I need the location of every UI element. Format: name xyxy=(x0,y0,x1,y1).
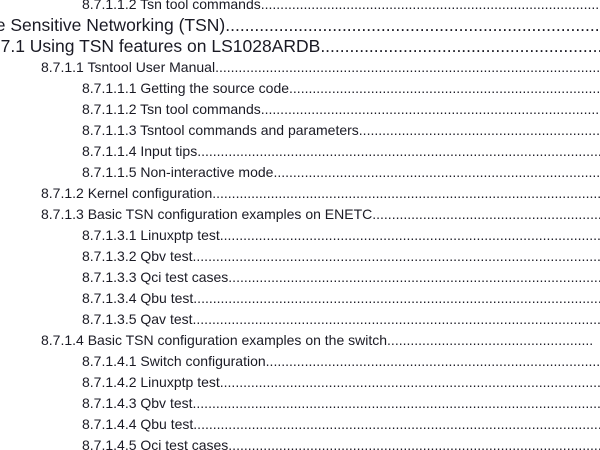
toc-dot-leader: ........................................… xyxy=(387,332,594,348)
toc-dot-leader: ........................................… xyxy=(289,80,600,96)
toc-dot-leader: ........................................… xyxy=(228,437,600,450)
toc-entry[interactable]: 8.7.1.1.2 Tsn tool commands.............… xyxy=(0,99,600,120)
toc-dot-leader: ........................................… xyxy=(193,290,600,306)
toc-entry-label: 8.7.1.3.4 Qbu test xyxy=(82,290,194,306)
toc-entry-label: 8.7.1.3.5 Qav test xyxy=(82,311,193,327)
toc-entry-label: 8.7.1.3.2 Qbv test xyxy=(82,248,193,264)
toc-entry[interactable]: 8.7.1.4.3 Qbv test......................… xyxy=(0,393,600,414)
toc-entry-label: 8.7.1.3.3 Qci test cases xyxy=(82,269,229,285)
toc-entry[interactable]: 8.7.1.3.4 Qbu test......................… xyxy=(0,288,600,309)
toc-entry[interactable]: 8.7.1.1.5 Non-interactive mode..........… xyxy=(0,162,600,183)
toc-entry-label: 8.7.1.4.1 Switch configuration xyxy=(82,353,266,369)
toc-entry[interactable]: 8.7.1.4.4 Qbu test......................… xyxy=(0,414,600,435)
toc-entry[interactable]: 8.7.1.1 Tsntool User Manual.............… xyxy=(0,57,600,78)
toc-entry-label: 8.7.1.3 Basic TSN configuration examples… xyxy=(41,206,373,222)
toc-dot-leader: ........................................… xyxy=(197,143,600,159)
toc-entry-label: 8.7.1.1.2 Tsn tool commands xyxy=(82,0,261,12)
toc-entry-label: 8.7.1.4.4 Qbu test xyxy=(82,416,194,432)
toc-dot-leader: ........................................… xyxy=(273,164,600,180)
toc-entry[interactable]: 8.7.1.1.3 Tsntool commands and parameter… xyxy=(0,120,600,141)
toc-dot-leader: ........................................… xyxy=(320,36,600,56)
toc-dot-leader: ........................................… xyxy=(192,248,600,264)
toc-entry-label: 8.7.1.2 Kernel configuration xyxy=(41,185,213,201)
toc-entry-label: 8.7.1.1.1 Getting the source code xyxy=(82,80,290,96)
toc-entry-label: 8.7.1.4.3 Qbv test xyxy=(82,395,193,411)
toc-entry-label: 8.7.1.1.2 Tsn tool commands xyxy=(82,101,261,117)
toc-entry[interactable]: 8.7.1.1.1 Getting the source code.......… xyxy=(0,78,600,99)
toc-entry[interactable]: 8.7.1.3.2 Qbv test......................… xyxy=(0,246,600,267)
toc-entry[interactable]: 8.7.1.3 Basic TSN configuration examples… xyxy=(0,204,600,225)
toc-entry[interactable]: 8.7.1.3.5 Qav test......................… xyxy=(0,309,600,330)
toc-dot-leader: ........................................… xyxy=(358,122,600,138)
toc-dot-leader: ........................................… xyxy=(260,101,600,117)
toc-entry-label: 8.7.1.4.5 Qci test cases xyxy=(82,437,229,450)
toc-entry-label: 8.7.1.4.2 Linuxptp test xyxy=(82,374,220,390)
toc-entry-label: 8.7.1.4 Basic TSN configuration examples… xyxy=(41,332,388,348)
toc-entry[interactable]: 8.7.1.1.2 Tsn tool commands.............… xyxy=(0,0,600,15)
toc-entry[interactable]: 8.7.1.4.1 Switch configuration..........… xyxy=(0,351,600,372)
toc-dot-leader: ........................................… xyxy=(225,15,600,35)
toc-dot-leader: ........................................… xyxy=(265,353,600,369)
toc-entry[interactable]: 8.7.1.2 Kernel configuration............… xyxy=(0,183,600,204)
toc-entry[interactable]: 8.7.1 Using TSN features on LS1028ARDB..… xyxy=(0,36,600,57)
toc-dot-leader: ........................................… xyxy=(219,374,600,390)
toc-entry-label: 8.7.1.1 Tsntool User Manual xyxy=(41,59,216,75)
toc-entry-label: 8.7.1.1.4 Input tips xyxy=(82,143,198,159)
toc-dot-leader: ........................................… xyxy=(219,227,600,243)
toc-entry[interactable]: 8.7.1.4.2 Linuxptp test ................… xyxy=(0,372,600,393)
toc-entry-label: 8.7.1 Using TSN features on LS1028ARDB xyxy=(0,36,321,56)
toc-entry-label: 8.7.1.1.5 Non-interactive mode xyxy=(82,164,274,180)
toc-entry[interactable]: 8.7.1.3.3 Qci test cases................… xyxy=(0,267,600,288)
toc-entry[interactable]: 8.7.1.3.1 Linuxptp test.................… xyxy=(0,225,600,246)
toc-entry-label: 8.7.1.3.1 Linuxptp test xyxy=(82,227,220,243)
toc-dot-leader: ........................................… xyxy=(215,59,600,75)
toc-entry-label: 8.7.1.1.3 Tsntool commands and parameter… xyxy=(82,122,359,138)
toc-entry[interactable]: 8.7.1.4 Basic TSN configuration examples… xyxy=(0,330,600,351)
toc-entry-label: ne Sensitive Networking (TSN) xyxy=(0,15,226,35)
toc-dot-leader: ........................................… xyxy=(192,311,600,327)
toc-dot-leader: ........................................… xyxy=(372,206,600,222)
toc-dot-leader: ........................................… xyxy=(212,185,600,201)
toc-dot-leader: ........................................… xyxy=(228,269,600,285)
toc-dot-leader: ........................................… xyxy=(260,0,600,12)
toc-entry[interactable]: 8.7.1.1.4 Input tips....................… xyxy=(0,141,600,162)
toc-entry[interactable]: ne Sensitive Networking (TSN) ..........… xyxy=(0,15,600,36)
toc-dot-leader: ........................................… xyxy=(193,416,600,432)
toc-entry[interactable]: 8.7.1.4.5 Qci test cases................… xyxy=(0,435,600,450)
toc-dot-leader: ........................................… xyxy=(192,395,600,411)
